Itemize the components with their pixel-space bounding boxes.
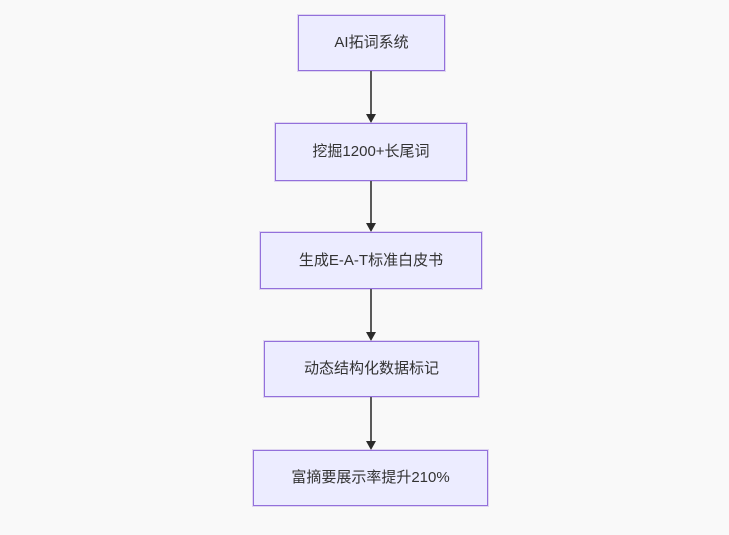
arrow-line [370,397,372,441]
flow-node-label: 挖掘1200+长尾词 [312,143,430,160]
flow-node-eat-whitepaper: 生成E-A-T标准白皮书 [260,232,482,289]
arrow-line [370,71,372,114]
arrow-line [370,289,372,332]
arrow-line [370,181,372,223]
flow-node-label: 生成E-A-T标准白皮书 [298,251,444,269]
flow-node-rich-snippet-rate: 富摘要展示率提升210% [253,450,488,506]
edge-arrow-3 [365,289,377,341]
flow-node-structured-data: 动态结构化数据标记 [264,341,479,397]
flow-node-label: AI拓词系统 [334,34,409,51]
arrow-down-icon [366,441,376,450]
flow-node-longtail-words: 挖掘1200+长尾词 [275,123,467,181]
flow-node-label: 动态结构化数据标记 [303,360,439,377]
edge-arrow-4 [365,397,377,450]
edge-arrow-1 [365,71,377,123]
flow-node-label: 富摘要展示率提升210% [291,469,450,486]
arrow-down-icon [366,114,376,123]
arrow-down-icon [366,223,376,232]
flow-node-ai-word-system: AI拓词系统 [298,15,445,71]
arrow-down-icon [366,332,376,341]
edge-arrow-2 [365,181,377,232]
